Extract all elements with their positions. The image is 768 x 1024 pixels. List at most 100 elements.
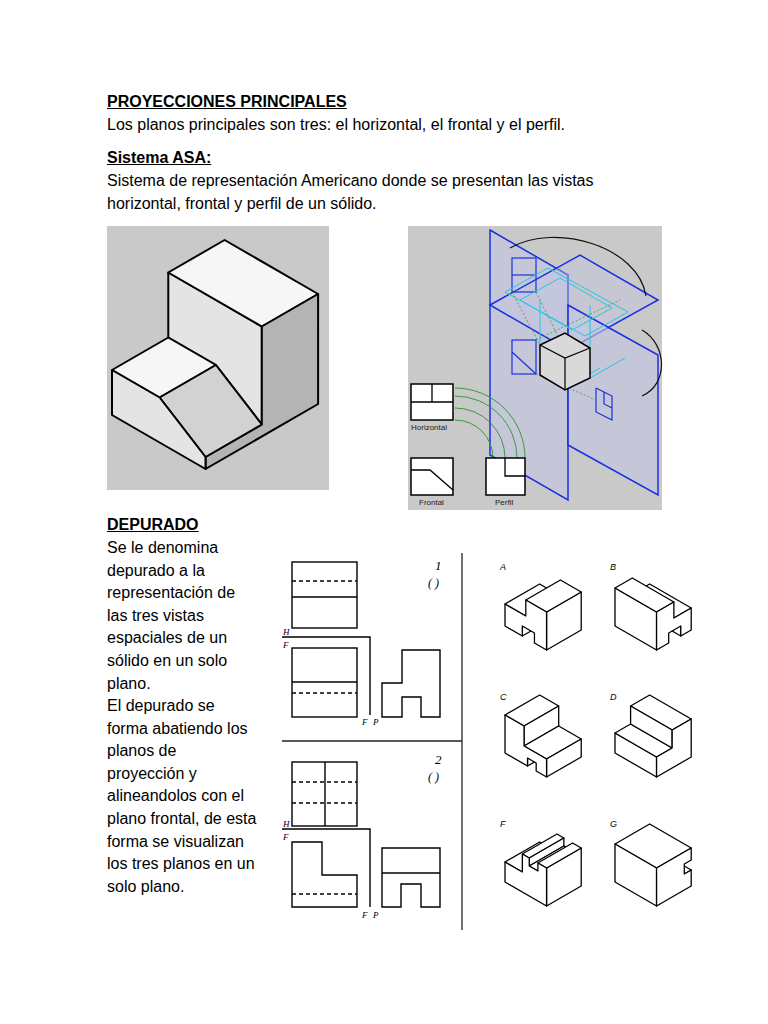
body-text: Sistema de representación Americano dond… — [107, 170, 667, 215]
solid-face — [505, 854, 547, 906]
image-background — [107, 226, 329, 490]
projection-box-figure — [408, 226, 662, 510]
unfolded-views — [486, 458, 525, 495]
answer-solid — [505, 834, 581, 906]
option-letter: F — [500, 818, 506, 830]
option-letter: B — [610, 561, 616, 573]
projection-box-figure — [512, 340, 536, 374]
projection-box-figure — [590, 305, 591, 348]
exercise-one-views — [282, 562, 440, 717]
exercise-one-views — [292, 681, 357, 682]
projection-box-figure — [590, 358, 625, 378]
section-heading: DEPURADO — [107, 514, 199, 536]
section-heading: Sistema ASA: — [107, 147, 211, 169]
solid-face — [657, 602, 692, 650]
exercise-frame — [282, 740, 462, 741]
exercise-two-views — [292, 893, 357, 894]
projection-box-figure — [512, 352, 536, 374]
projection-box-figure — [510, 237, 646, 296]
unfolded-views — [411, 384, 525, 495]
intro-text: Los planos principales son tres: el hori… — [107, 114, 565, 136]
projection-box-figure — [408, 226, 662, 510]
projection-box-figure — [540, 333, 590, 390]
projection-box-figure — [564, 358, 565, 390]
unfolded-views — [411, 384, 525, 495]
exercise-two-views — [282, 762, 440, 907]
option-letter: C — [500, 691, 507, 703]
exercise-one-views — [382, 650, 440, 717]
unfolded-views — [455, 388, 525, 458]
view-label: Horizontal — [411, 423, 447, 434]
exercise-two-views — [292, 781, 357, 782]
projection-box-figure — [512, 258, 536, 292]
unfolded-views — [455, 408, 505, 458]
exercise-two-views — [282, 829, 370, 907]
exercise-one-views — [292, 580, 357, 581]
body-text: El depurado se forma abatiendo los plano… — [107, 695, 257, 898]
page-title: PROYECCIONES PRINCIPALES — [107, 91, 347, 113]
isometric-solid — [112, 240, 318, 469]
unfolded-views — [455, 388, 525, 458]
exercise-two-views — [292, 762, 357, 826]
plane-letter: F — [283, 831, 289, 843]
unfolded-views — [455, 420, 493, 458]
unfolded-views — [411, 458, 453, 495]
unfolded-views — [411, 384, 453, 420]
answer-solid — [615, 695, 691, 777]
projection-box-figure — [642, 330, 662, 396]
solid-face — [505, 600, 547, 650]
unfolded-views — [431, 384, 432, 402]
answer-solids — [505, 578, 691, 906]
solid-face — [657, 848, 692, 906]
answer-solid — [505, 580, 581, 650]
plane-letter: H — [283, 626, 290, 638]
solid-face — [547, 739, 582, 777]
answer-solid — [615, 578, 691, 650]
exercise-frame — [282, 553, 462, 930]
answer-blank: ( ) — [428, 769, 439, 785]
projection-box-figure — [512, 258, 612, 420]
solid-face — [631, 706, 673, 748]
answer-solid — [505, 695, 581, 777]
projection-box-figure — [512, 292, 540, 345]
plane-letter: H — [283, 818, 290, 830]
plane-letter: F — [362, 716, 368, 728]
exercise-two-views — [324, 762, 325, 826]
exercise-two-views — [382, 872, 440, 873]
projection-box-figure — [512, 292, 620, 400]
exercise-two-views — [382, 848, 440, 907]
solid-face — [505, 715, 547, 777]
unfolded-views — [505, 458, 525, 476]
projection-box-figure — [512, 274, 536, 275]
option-letter: D — [610, 691, 617, 703]
exercise-one-views — [292, 562, 357, 628]
plane-letter: F — [283, 639, 289, 651]
solid-face — [615, 844, 657, 906]
view-label: Perfil — [495, 498, 513, 509]
exercise-one-views — [292, 596, 357, 597]
projection-box-figure — [568, 305, 658, 495]
plane-letter: F — [362, 909, 368, 921]
exercise-two-views — [292, 802, 357, 803]
plane-letter: P — [373, 909, 379, 921]
option-letter: A — [500, 561, 506, 573]
unfolded-views — [411, 470, 453, 490]
projection-box-figure — [604, 392, 612, 408]
projection-box-figure — [536, 300, 620, 340]
projection-box-figure — [540, 345, 590, 358]
answer-blank: ( ) — [428, 575, 439, 591]
option-letter: G — [610, 818, 617, 830]
plane-letter: P — [373, 716, 379, 728]
exercise-one-views — [292, 648, 357, 717]
body-text: Se le denomina depurado a la representac… — [107, 537, 257, 695]
answer-solid — [615, 824, 691, 906]
view-label: Frontal — [419, 498, 444, 509]
exercise-number: 2 — [435, 751, 442, 769]
exercise-number: 1 — [435, 557, 442, 575]
projection-box-figure — [596, 388, 612, 420]
solid-face — [657, 719, 692, 777]
unfolded-views — [411, 384, 525, 490]
exercise-one-views — [292, 692, 357, 693]
solid-face — [538, 843, 581, 868]
